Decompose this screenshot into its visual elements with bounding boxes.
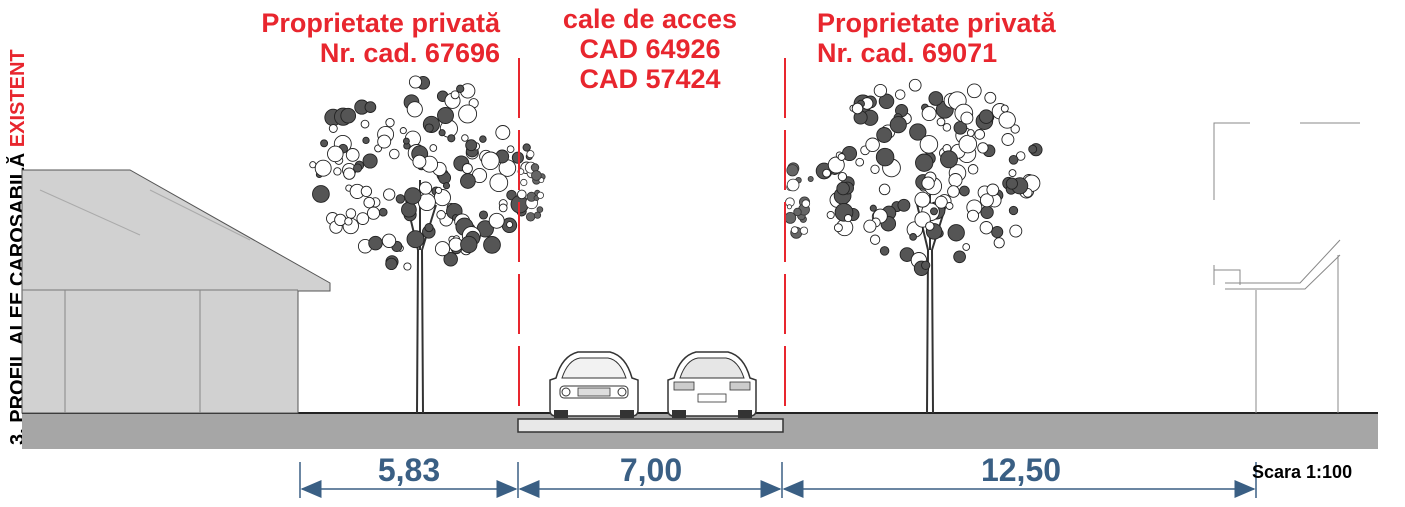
tree-icon [815,78,1043,414]
car-rear-icon [667,351,757,418]
access-road-cad-2: CAD 57424 [579,64,721,94]
dimension-right: 12,50 [980,452,1062,488]
tree-partial-icon [517,150,814,239]
left-parcel-cadastral: Nr. cad. 67696 [319,38,500,68]
access-road-label: cale de acces CAD 64926 CAD 57424 [528,4,772,94]
parcel-boundary-lines [518,58,786,413]
left-parcel-type: Proprietate privată [261,8,500,38]
building-outline-icon [1213,122,1360,413]
dimension-left: 5,83 [377,452,441,488]
right-parcel-type: Proprietate privată [817,8,1056,38]
car-front-icon [549,351,639,418]
house-icon [21,169,331,414]
scale-label: Scara 1:100 [1252,462,1353,482]
tree-icon [309,75,533,414]
dimension-line [299,462,1257,498]
dimension-road: 7,00 [619,452,683,488]
access-road-type: cale de acces [562,4,738,34]
right-parcel-label: Proprietate privată Nr. cad. 69071 [817,8,1137,68]
road-surface [517,418,784,433]
access-road-cad-1: CAD 64926 [579,34,721,64]
right-parcel-cadastral: Nr. cad. 69071 [817,38,998,68]
left-parcel-label: Proprietate privată Nr. cad. 67696 [190,8,500,68]
